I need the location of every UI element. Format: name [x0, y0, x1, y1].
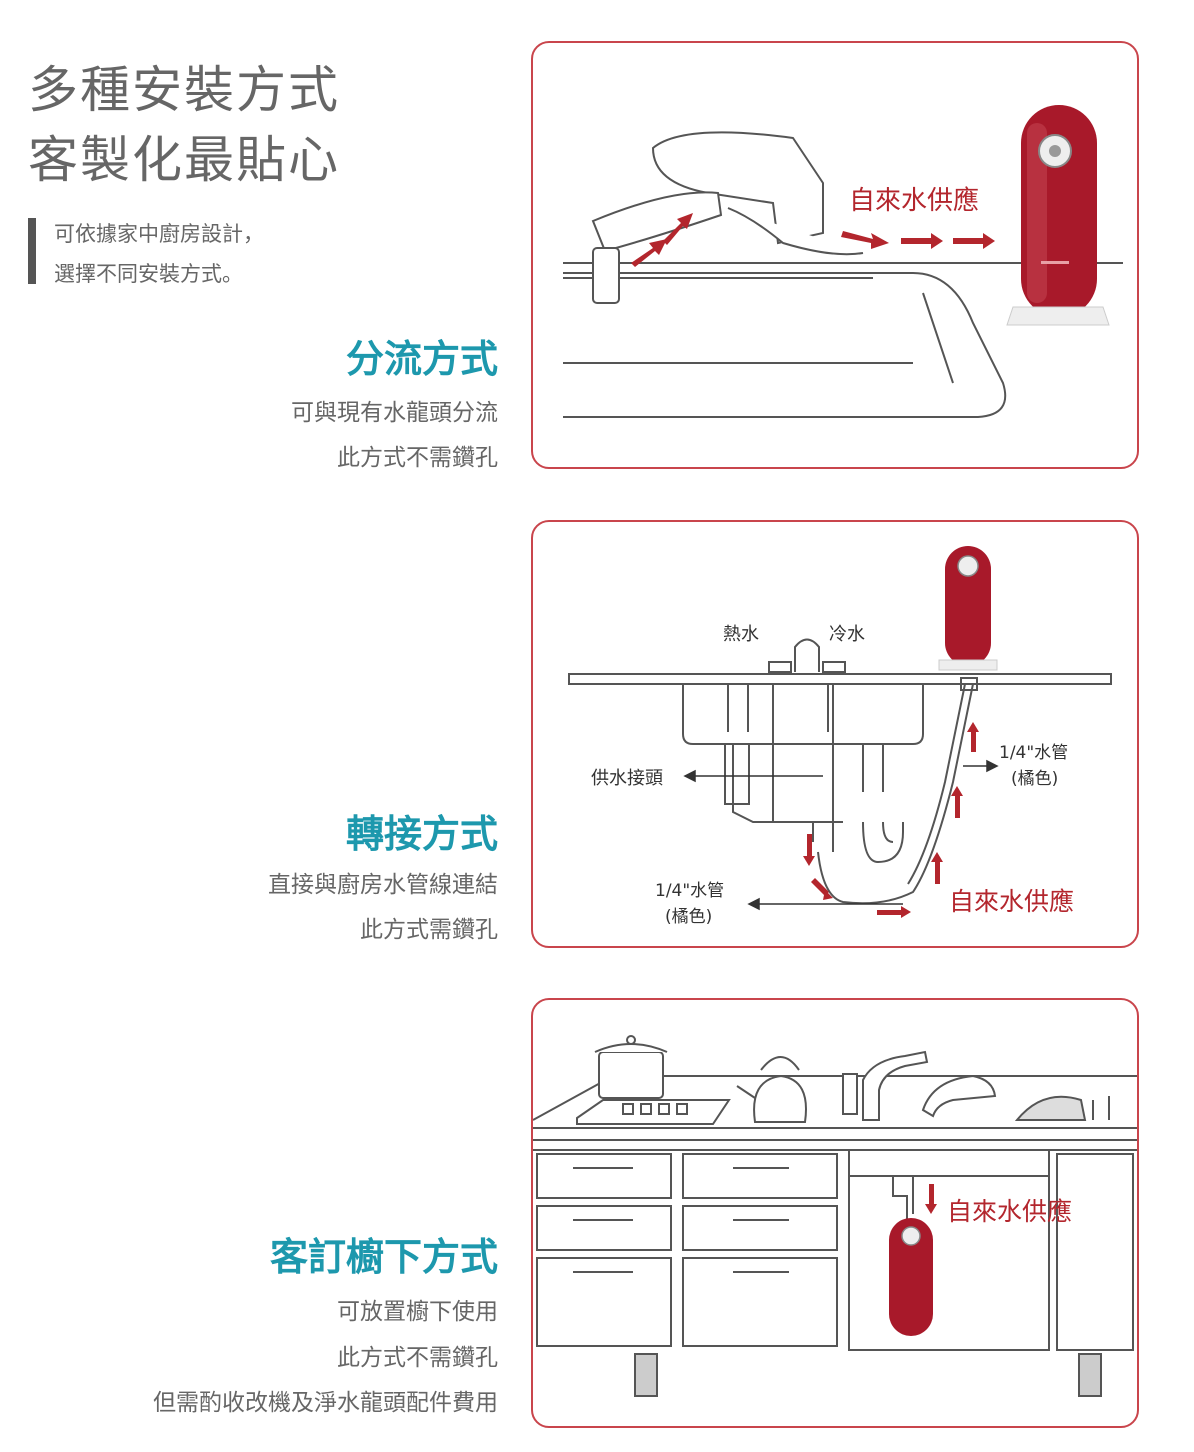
dish-rack-icon	[1014, 1095, 1110, 1121]
diversion-diagram-panel: 自來水供應	[531, 41, 1139, 469]
section-2-title: 轉接方式	[345, 812, 498, 856]
pipe-right-label-line-1: 1/4"水管	[999, 743, 1068, 763]
flow-arrows	[925, 1184, 937, 1214]
supply-label: 自來水供應	[949, 887, 1074, 916]
section-3-title: 客訂櫥下方式	[269, 1235, 498, 1279]
cold-water-label: 冷水	[829, 624, 865, 645]
filter-device-icon	[1006, 105, 1110, 326]
intro-accent-bar	[28, 218, 36, 284]
cabinets	[536, 1149, 1134, 1397]
section-2-line-2: 此方式需鑽孔	[360, 917, 498, 943]
water-pipes	[892, 1176, 914, 1222]
diversion-diagram: 自來水供應	[563, 105, 1123, 418]
counter-and-sink	[568, 673, 1112, 905]
intro-line-2: 選擇不同安裝方式。	[54, 262, 243, 286]
section-2-line-1: 直接與廚房水管線連結	[268, 872, 498, 898]
under-cabinet-diagram: 自來水供應	[533, 1035, 1137, 1397]
faucet-icon	[591, 131, 864, 304]
section-1-line-1: 可與現有水龍頭分流	[291, 400, 498, 426]
faucet-icon	[842, 1050, 997, 1121]
section-3-line-3: 但需酌收改機及淨水龍頭配件費用	[153, 1390, 498, 1416]
filter-device-icon	[938, 546, 998, 671]
page-title-line-1: 多種安裝方式	[28, 61, 340, 119]
kettle-icon	[736, 1056, 807, 1123]
callout-lines	[683, 759, 999, 911]
flow-arrows	[631, 213, 995, 267]
intro-line-1: 可依據家中廚房設計，	[54, 222, 264, 246]
flow-arrows	[803, 722, 979, 918]
pipe-right-label-line-2: (橘色)	[1011, 769, 1058, 789]
supply-label: 自來水供應	[947, 1197, 1072, 1226]
under-cabinet-diagram-panel: 自來水供應	[531, 998, 1139, 1428]
filter-device-icon	[889, 1218, 933, 1336]
section-1-title: 分流方式	[345, 337, 498, 381]
section-1-line-2: 此方式不需鑽孔	[337, 445, 498, 471]
pipe-left-label-line-2: (橘色)	[665, 907, 712, 927]
connector-label: 供水接頭	[591, 768, 663, 789]
adapter-diagram-panel: 熱水 冷水 供水接頭 1/4"水管 (橘色) 1/4"水管 (橘色)	[531, 520, 1139, 948]
section-3-line-2: 此方式不需鑽孔	[337, 1345, 498, 1371]
section-3-line-1: 可放置櫥下使用	[337, 1299, 498, 1325]
hot-water-label: 熱水	[723, 624, 759, 645]
page-title-line-2: 客製化最貼心	[28, 131, 340, 189]
adapter-diagram: 熱水 冷水 供水接頭 1/4"水管 (橘色) 1/4"水管 (橘色)	[568, 546, 1112, 927]
supply-label: 自來水供應	[849, 186, 979, 216]
faucet-handles-icon	[768, 638, 846, 673]
stove-and-pot-icon	[576, 1035, 731, 1125]
pipe-left-label-line-1: 1/4"水管	[655, 881, 724, 901]
